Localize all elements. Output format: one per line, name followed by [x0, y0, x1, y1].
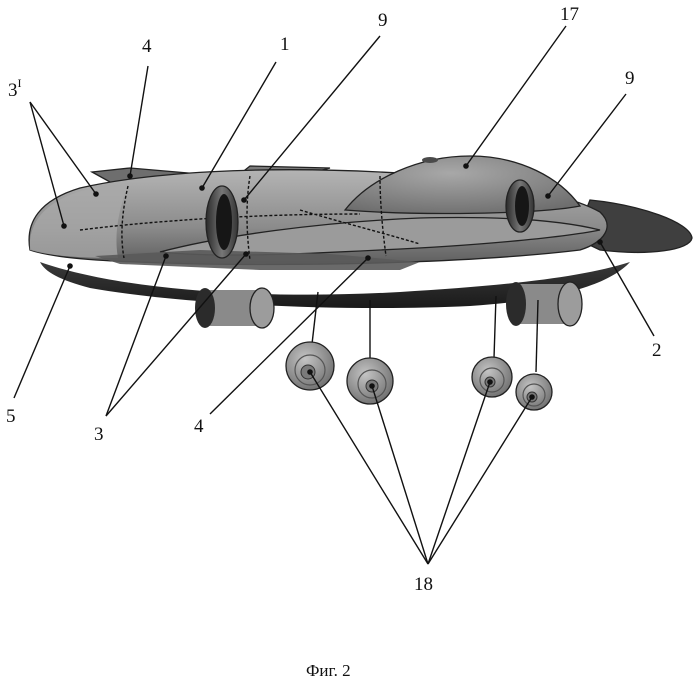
label-3: 3: [94, 424, 104, 445]
sphere-4: [515, 373, 553, 411]
label-4-bottom: 4: [194, 416, 204, 437]
canopy-dome: [343, 155, 582, 215]
panel-seams: [79, 175, 421, 261]
label-17: 17: [560, 4, 579, 25]
aircraft-body: [28, 155, 693, 329]
leader-lines: [13, 25, 655, 565]
fan-duct-left: [205, 185, 239, 259]
label-9-right: 9: [625, 68, 635, 89]
label-9-left: 9: [378, 10, 388, 31]
label-1: 1: [280, 34, 290, 55]
fan-duct-right: [505, 179, 535, 233]
lower-fan-left: [195, 287, 275, 329]
sphere-2: [346, 357, 394, 405]
underside-belly: [40, 262, 630, 308]
label-5: 5: [6, 406, 16, 427]
figure-caption: Фиг. 2: [306, 661, 351, 680]
tail-fin-right: [574, 199, 693, 254]
dome-tip: [422, 157, 438, 163]
sphere-1: [285, 341, 335, 391]
part-labels: 3I 4 1 9 17 9 2 5 3 4 18: [6, 4, 662, 595]
label-2: 2: [652, 340, 662, 361]
label-18: 18: [414, 574, 433, 595]
label-4-top: 4: [142, 36, 152, 57]
lower-side-flap: [95, 250, 420, 270]
side-wing-strake: [159, 216, 601, 256]
label-3i: 3I: [8, 76, 22, 101]
lower-fan-right: [506, 281, 583, 327]
nose-panel: [29, 185, 128, 258]
sphere-3: [471, 356, 513, 398]
